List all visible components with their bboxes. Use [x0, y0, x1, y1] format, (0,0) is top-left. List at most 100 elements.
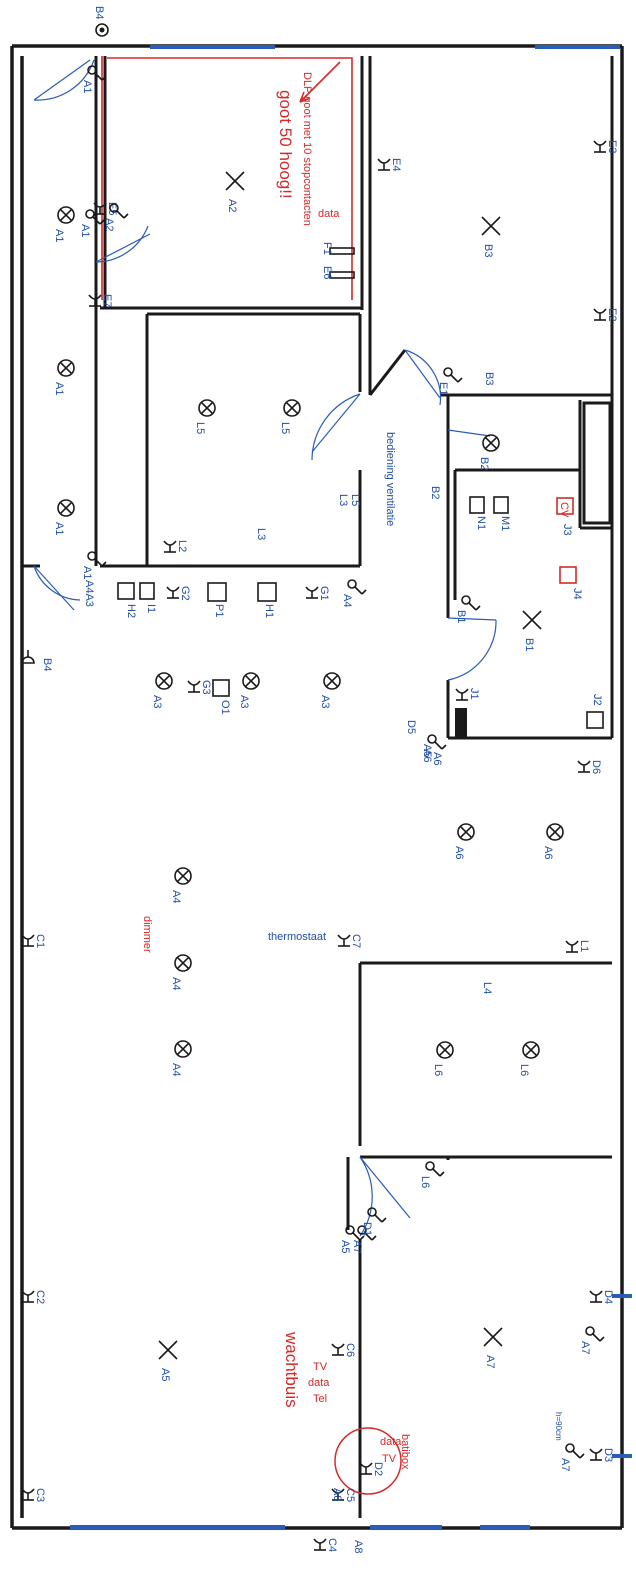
switch-label: L6 — [419, 1176, 431, 1188]
outlet-c5: C5 — [331, 1488, 356, 1502]
outlet-e7: E7 — [88, 294, 113, 307]
light-label: A1 — [53, 229, 65, 242]
batibox-note: batibox — [399, 1434, 411, 1470]
label-l5c: L5 — [349, 494, 361, 506]
light-label: A1 — [53, 382, 65, 395]
thermostat-note: thermostaat — [268, 931, 326, 943]
outlet-label: C4 — [326, 1538, 338, 1552]
label-o1: O1 — [219, 700, 231, 715]
switch-a7: A7 — [559, 1443, 585, 1471]
label-h2: H2 — [125, 604, 137, 618]
outlet-label: C5 — [344, 1488, 356, 1502]
outlet-label: E7 — [101, 294, 113, 307]
ceiling-light-b2: B2 — [478, 434, 500, 470]
data-label-batibox: data — [380, 1436, 402, 1448]
switch-a5: A5 — [339, 1225, 365, 1253]
ceiling-light-a3: A3 — [319, 672, 341, 708]
label-j2: J2 — [591, 694, 603, 706]
outlet-label: C7 — [350, 934, 362, 948]
dimmer-note: dimmer — [141, 916, 153, 953]
switch-label: A2 — [103, 218, 115, 231]
ventilation-note: bediening ventilatie — [384, 432, 396, 526]
special-boxes — [117, 247, 612, 738]
light-label: A3 — [238, 695, 250, 708]
switch-a4: A4 — [341, 579, 367, 607]
label-a8a: A8 — [331, 1488, 343, 1501]
outlet-label: G2 — [179, 586, 191, 601]
label-d5: D5 — [405, 720, 417, 734]
light-label: A3 — [319, 695, 331, 708]
outlet-d4: D4 — [589, 1290, 614, 1304]
label-l3: L3 — [255, 528, 267, 540]
outlet-label: D6 — [590, 760, 602, 774]
outlet-c3: C3 — [21, 1488, 46, 1502]
cv-label: CV — [558, 502, 570, 518]
outlet-l1: L1 — [565, 940, 590, 953]
light-point-a7: A7 — [483, 1327, 503, 1368]
label-a8b: A8 — [352, 1540, 364, 1553]
outlet-label: C1 — [34, 934, 46, 948]
light-label: L6 — [518, 1064, 530, 1076]
light-label: A6 — [542, 846, 554, 859]
ceiling-light-a3: A3 — [238, 672, 260, 708]
switch-a1: A1 — [81, 65, 107, 93]
ceiling-light-a4: A4 — [170, 954, 192, 990]
outlet-label: E3 — [606, 140, 618, 153]
label-j4: J4 — [571, 588, 583, 600]
switch-label: A7 — [579, 1341, 591, 1354]
light-point-label: A7 — [484, 1355, 496, 1368]
label-b3-side: B3 — [483, 372, 495, 385]
label-i1: I1 — [145, 604, 157, 613]
switch-d1: D1 — [361, 1207, 387, 1236]
switch-label: A5 — [339, 1240, 351, 1253]
dlp-note-line2: goot 50 hoog!! — [276, 90, 295, 199]
light-point-b3: B3 — [481, 216, 501, 257]
ceiling-light-a4: A4 — [170, 1040, 192, 1076]
b4-bell-symbol — [21, 650, 35, 664]
switch-label: A1 — [81, 566, 93, 579]
outlet-g3: G3 — [187, 680, 212, 695]
light-point-a5: A5 — [158, 1340, 178, 1381]
batibox-circle — [334, 1427, 402, 1495]
switch-a1: A1 — [79, 209, 105, 237]
ceiling-light-a3: A3 — [151, 672, 173, 708]
data-label-c6: data — [308, 1377, 330, 1389]
interior-walls — [22, 56, 614, 1518]
b4-outlet-symbol — [95, 23, 109, 37]
outlet-c7: C7 — [337, 934, 362, 948]
light-point-b1: B1 — [522, 610, 542, 651]
label-b4-side: B4 — [41, 658, 53, 671]
ceiling-light-l6: L6 — [432, 1041, 454, 1076]
outlet-j1: J1 — [455, 688, 480, 701]
switch-label: B1 — [455, 610, 467, 623]
outlet-c1: C1 — [21, 934, 46, 948]
outlet-d3: D3 — [589, 1448, 614, 1462]
switch-label: A4 — [341, 594, 353, 607]
label-l4: L4 — [481, 982, 493, 994]
light-point-label: B3 — [482, 244, 494, 257]
light-label: L5 — [279, 422, 291, 434]
outlet-label: L2 — [176, 540, 188, 552]
switch-a2: A2 — [103, 203, 129, 231]
outlet-l2: L2 — [163, 540, 188, 553]
switch-label: D1 — [361, 1222, 373, 1236]
ceiling-light-a1: A1 — [53, 206, 75, 242]
light-label: A3 — [151, 695, 163, 708]
light-label: A4 — [170, 1063, 182, 1076]
switch-label: A1 — [79, 224, 91, 237]
label-e6: E6 — [321, 266, 333, 279]
label-a6b: A6 — [431, 752, 443, 765]
label-h1: H1 — [263, 604, 275, 618]
ceiling-light-a6: A6 — [542, 823, 564, 859]
tv-label-c6: TV — [313, 1361, 328, 1373]
windows — [70, 45, 632, 1529]
ceiling-light-l5: L5 — [279, 399, 301, 434]
outlet-d6: D6 — [577, 760, 602, 774]
label-a4a3: A4A3 — [83, 580, 95, 607]
outlet-e2: E2 — [593, 308, 618, 321]
